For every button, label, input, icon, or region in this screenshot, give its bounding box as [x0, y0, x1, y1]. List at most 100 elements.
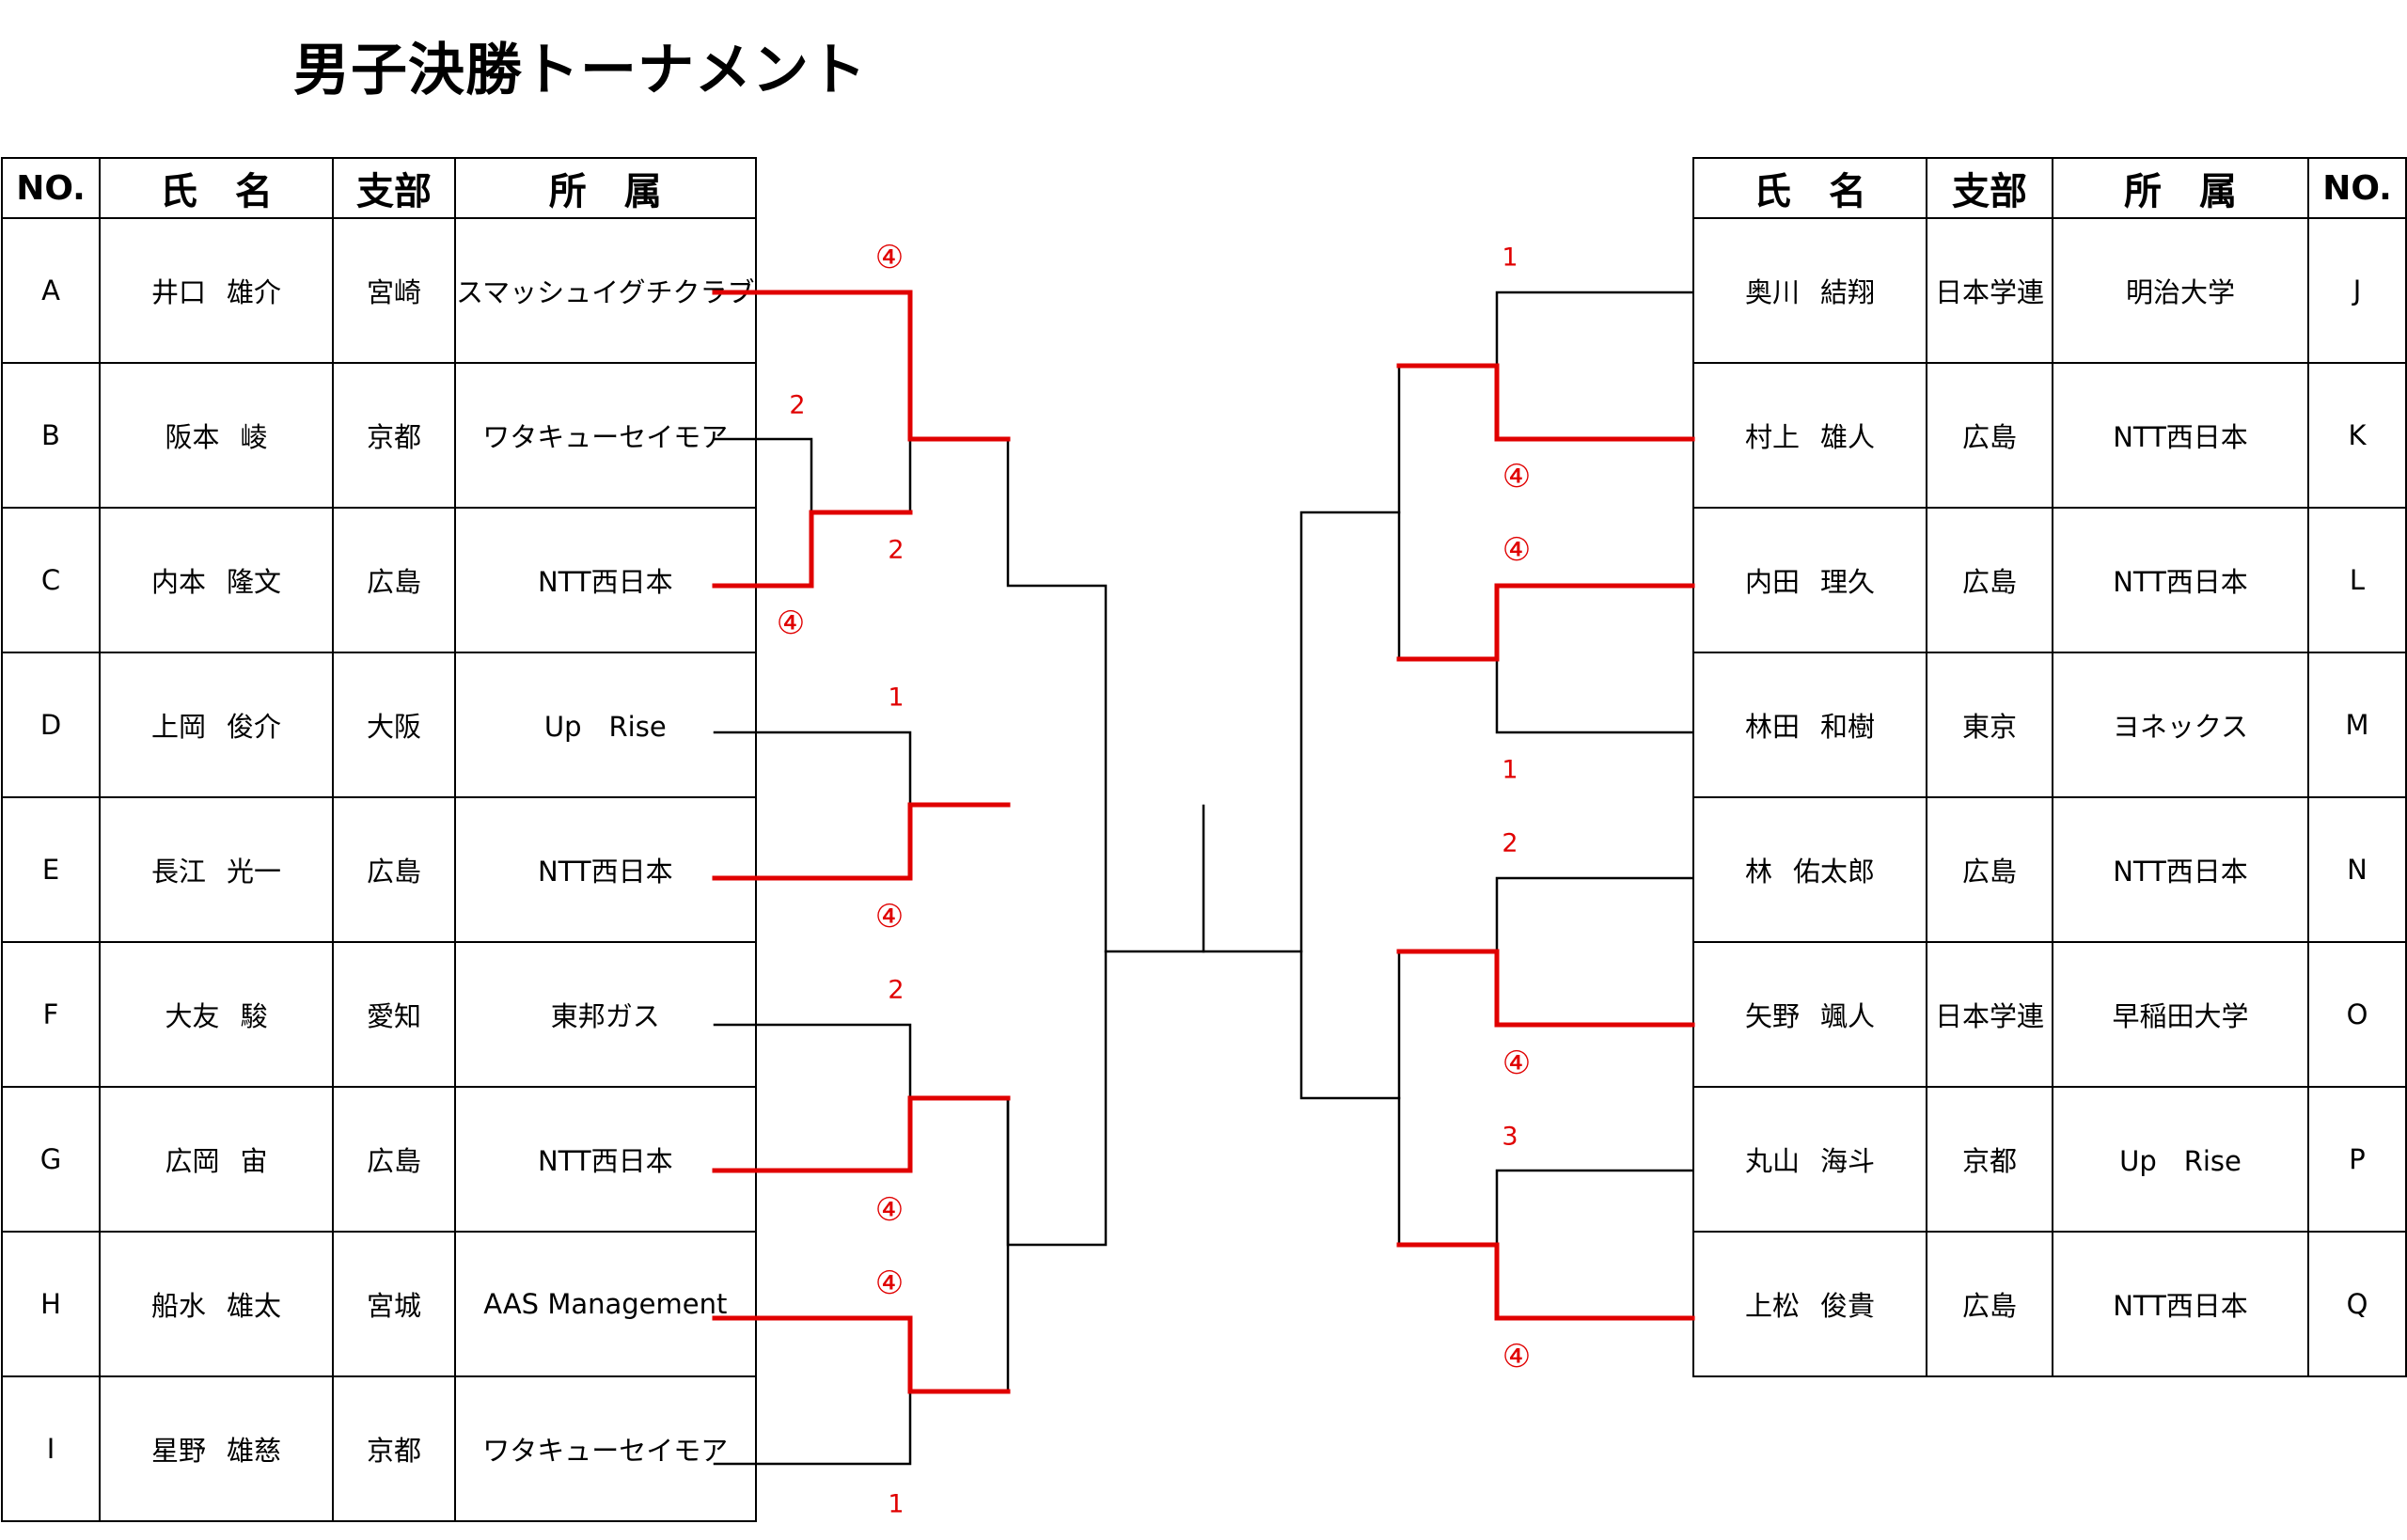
- header-affiliation: 所 属: [454, 157, 757, 219]
- score-k: ④: [1502, 458, 1532, 495]
- player-name: 阪本崚: [99, 362, 334, 509]
- score-o: ④: [1502, 1045, 1532, 1082]
- player-name: 村上雄人: [1692, 362, 1927, 509]
- player-branch: 広島: [1926, 507, 2053, 653]
- player-affiliation: ヨネックス: [2052, 652, 2309, 798]
- table-row: 奥川結翔 日本学連 明治大学 J: [1692, 217, 2407, 364]
- player-no: O: [2307, 941, 2407, 1088]
- player-name: 丸山海斗: [1692, 1086, 1927, 1233]
- winner-line: [712, 510, 913, 589]
- player-no: I: [1, 1375, 101, 1522]
- player-family-name: 広岡: [165, 1145, 220, 1177]
- player-family-name: 林田: [1744, 711, 1800, 743]
- winner-line: [1396, 363, 1695, 442]
- player-branch: 愛知: [332, 941, 456, 1088]
- player-name: 奥川結翔: [1692, 217, 1927, 364]
- player-affiliation: ワタキューセイモア: [454, 1375, 757, 1522]
- player-no: A: [1, 217, 101, 364]
- bracket-line: [1495, 291, 1694, 368]
- left-header-row: NO. 氏 名 支部 所 属: [1, 157, 757, 219]
- winner-line: [1396, 1242, 1695, 1321]
- player-given-name: 理久: [1820, 566, 1876, 598]
- score-a: ④: [874, 239, 905, 276]
- header-affiliation: 所 属: [2052, 157, 2309, 219]
- bracket-line: [1006, 437, 1108, 1247]
- player-family-name: 矢野: [1744, 1000, 1800, 1032]
- player-no: B: [1, 362, 101, 509]
- player-no: K: [2307, 362, 2407, 509]
- table-row: 内田理久 広島 NTT西日本 L: [1692, 507, 2407, 653]
- player-given-name: 颯人: [1820, 1000, 1876, 1032]
- player-family-name: 上岡: [150, 711, 206, 743]
- player-given-name: 雄介: [227, 276, 282, 308]
- header-name: 氏 名: [99, 157, 334, 219]
- score-g: ④: [874, 1191, 905, 1229]
- header-no: NO.: [1, 157, 101, 219]
- player-branch: 広島: [332, 507, 456, 653]
- player-name: 広岡宙: [99, 1086, 334, 1233]
- player-family-name: 内本: [150, 566, 206, 598]
- player-no: L: [2307, 507, 2407, 653]
- player-family-name: 林: [1744, 856, 1772, 888]
- player-branch: 京都: [332, 1375, 456, 1522]
- table-row: 林佑太郎 広島 NTT西日本 N: [1692, 796, 2407, 943]
- player-branch: 広島: [332, 796, 456, 943]
- player-name: 矢野颯人: [1692, 941, 1927, 1088]
- player-name: 林田和樹: [1692, 652, 1927, 798]
- score-p: 3: [1502, 1122, 1518, 1152]
- player-family-name: 長江: [150, 856, 206, 888]
- player-affiliation: 早稲田大学: [2052, 941, 2309, 1088]
- player-family-name: 内田: [1744, 566, 1800, 598]
- score-l: ④: [1502, 531, 1532, 569]
- player-no: N: [2307, 796, 2407, 943]
- score-j: 1: [1502, 243, 1518, 273]
- bracket-line: [1495, 1169, 1694, 1247]
- winner-line: [1396, 583, 1695, 662]
- player-given-name: 結翔: [1820, 276, 1876, 308]
- winner-line: [712, 1095, 1011, 1173]
- player-given-name: 俊貴: [1820, 1290, 1876, 1322]
- table-row: 林田和樹 東京 ヨネックス M: [1692, 652, 2407, 798]
- player-name: 星野雄慈: [99, 1375, 334, 1522]
- player-family-name: 船水: [150, 1290, 206, 1322]
- table-row: 矢野颯人 日本学連 早稲田大学 O: [1692, 941, 2407, 1088]
- table-row: F 大友駿 愛知 東邦ガス: [1, 941, 757, 1088]
- winner-line: [1396, 949, 1695, 1028]
- header-branch: 支部: [1926, 157, 2053, 219]
- left-roster-table: NO. 氏 名 支部 所 属 A 井口雄介 宮崎 スマッシュイグチクラブ B 阪…: [1, 157, 757, 1522]
- score-e: ④: [874, 898, 905, 935]
- player-name: 大友駿: [99, 941, 334, 1088]
- score-n: 2: [1502, 828, 1518, 858]
- player-affiliation: ワタキューセイモア: [454, 362, 757, 509]
- player-no: G: [1, 1086, 101, 1233]
- player-affiliation: NTT西日本: [454, 1086, 757, 1233]
- player-no: Q: [2307, 1231, 2407, 1377]
- player-affiliation: NTT西日本: [454, 796, 757, 943]
- score-i: 1: [888, 1489, 905, 1519]
- player-given-name: 光一: [227, 856, 282, 888]
- player-given-name: 隆文: [227, 566, 282, 598]
- bracket-line: [1495, 657, 1694, 734]
- player-no: J: [2307, 217, 2407, 364]
- player-family-name: 村上: [1744, 421, 1800, 453]
- bracket-line: [713, 1390, 912, 1466]
- player-given-name: 俊介: [227, 711, 282, 743]
- player-affiliation: NTT西日本: [2052, 796, 2309, 943]
- player-given-name: 駿: [240, 1000, 268, 1032]
- table-row: A 井口雄介 宮崎 スマッシュイグチクラブ: [1, 217, 757, 364]
- player-affiliation: Up Rise: [454, 652, 757, 798]
- header-branch: 支部: [332, 157, 456, 219]
- player-family-name: 丸山: [1744, 1145, 1800, 1177]
- header-name: 氏 名: [1692, 157, 1927, 219]
- player-branch: 広島: [332, 1086, 456, 1233]
- page-title: 男子決勝トーナメント: [293, 38, 867, 103]
- player-family-name: 井口: [150, 276, 206, 308]
- player-name: 長江光一: [99, 796, 334, 943]
- player-branch: 宮崎: [332, 217, 456, 364]
- player-branch: 広島: [1926, 796, 2053, 943]
- bracket-lines-right: [1299, 291, 1694, 1247]
- winner-lines-right: [1396, 363, 1695, 1321]
- bracket-line: [908, 1096, 1010, 1393]
- player-no: D: [1, 652, 101, 798]
- winner-line: [712, 1315, 1011, 1394]
